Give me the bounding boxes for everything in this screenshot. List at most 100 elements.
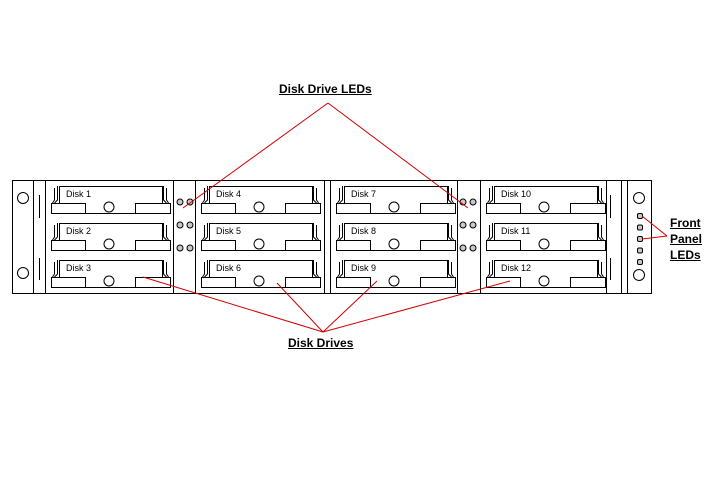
drive-carrier[interactable]: Disk 1	[51, 186, 171, 214]
callout-line-disk-6	[276, 282, 324, 333]
disk-drive-leds	[176, 198, 477, 252]
callout-line-disk-3	[142, 276, 324, 333]
front-panel-leds-label-line-2: Panel	[670, 232, 703, 246]
front-panel-leds-label-line-3: LEDs	[670, 248, 701, 262]
drive-carrier[interactable]: Disk 3	[51, 260, 171, 288]
callout-line-front-led-bottom	[641, 235, 668, 240]
drive-label: Disk 1	[66, 189, 91, 199]
drive-latch-right	[316, 225, 319, 241]
drive-label: Disk 7	[351, 189, 376, 199]
drive-carrier[interactable]: Disk 5	[201, 223, 321, 251]
drive-latch-right	[166, 262, 169, 278]
drive-latch-right	[451, 225, 454, 241]
drive-latch-left	[337, 188, 340, 204]
drive-label: Disk 10	[501, 189, 531, 199]
disk-drive-leds-label: Disk Drive LEDs	[279, 82, 372, 96]
drive-latch-right	[316, 262, 319, 278]
drive-latch-left-inner	[489, 186, 493, 204]
callout-line-disk-9	[322, 280, 378, 333]
drive-latch-left	[202, 262, 205, 278]
drive-carrier[interactable]: Disk 10	[486, 186, 606, 214]
drive-label: Disk 4	[216, 189, 241, 199]
front-panel-led-icon	[637, 236, 643, 242]
drive-label: Disk 12	[501, 263, 531, 273]
drive-carrier[interactable]: Disk 9	[336, 260, 456, 288]
drive-latch-right-inner	[313, 260, 317, 278]
drive-latch-left	[487, 262, 490, 278]
disk-led-icon	[459, 221, 467, 229]
drive-carrier[interactable]: Disk 4	[201, 186, 321, 214]
callout-lines	[142, 102, 668, 333]
drive-latch-left-inner	[339, 223, 343, 241]
drive-latch-left-inner	[54, 260, 58, 278]
drive-carrier[interactable]: Disk 8	[336, 223, 456, 251]
drive-latch-right	[451, 188, 454, 204]
drive-latch-left-inner	[489, 260, 493, 278]
front-panel-leds-label-line-1: Front	[670, 216, 701, 230]
disk-led-icon	[459, 244, 467, 252]
drive-latch-right-inner	[598, 223, 602, 241]
drive-carrier[interactable]: Disk 11	[486, 223, 606, 251]
drive-latch-left	[487, 225, 490, 241]
drive-latch-left	[487, 188, 490, 204]
drive-carrier[interactable]: Disk 6	[201, 260, 321, 288]
drive-release-button-icon	[538, 275, 550, 287]
disk-led-icon	[469, 221, 477, 229]
drive-latch-left-inner	[204, 223, 208, 241]
drive-latch-right	[601, 262, 604, 278]
drive-release-button-icon	[253, 238, 265, 250]
drive-latch-right-inner	[313, 223, 317, 241]
drive-carrier[interactable]: Disk 12	[486, 260, 606, 288]
drive-bays: Disk 1 Disk 2 Disk 3 Disk 4 Disk 5 Disk 6 Disk…	[51, 186, 606, 288]
drive-release-button-icon	[103, 238, 115, 250]
drive-latch-right-inner	[598, 260, 602, 278]
drive-latch-right	[601, 225, 604, 241]
right-mount-hole-bottom	[633, 269, 645, 281]
drive-latch-left-inner	[54, 223, 58, 241]
drive-release-button-icon	[388, 238, 400, 250]
front-panel-led-icon	[637, 259, 643, 265]
drive-latch-right	[601, 188, 604, 204]
drive-latch-left	[52, 188, 55, 204]
drive-latch-right-inner	[163, 260, 167, 278]
drive-latch-left-inner	[54, 186, 58, 204]
front-panel-led-icon	[637, 213, 643, 219]
drive-latch-right-inner	[163, 186, 167, 204]
disk-led-icon	[469, 244, 477, 252]
drive-carrier[interactable]: Disk 7	[336, 186, 456, 214]
drive-carrier[interactable]: Disk 2	[51, 223, 171, 251]
drive-latch-right	[316, 188, 319, 204]
drive-latch-left	[337, 225, 340, 241]
drive-latch-right-inner	[448, 186, 452, 204]
drive-release-button-icon	[388, 275, 400, 287]
drive-release-button-icon	[388, 201, 400, 213]
front-panel-leds	[637, 213, 643, 265]
drive-latch-right-inner	[448, 223, 452, 241]
drive-label: Disk 11	[501, 226, 530, 236]
front-panel-led-icon	[637, 247, 643, 254]
drive-latch-left-inner	[204, 260, 208, 278]
left-mount-hole-bottom	[17, 267, 29, 279]
drive-label: Disk 9	[351, 263, 376, 273]
disk-drives-label: Disk Drives	[288, 336, 354, 350]
drive-label: Disk 6	[216, 263, 241, 273]
chassis-outline	[12, 180, 652, 294]
drive-label: Disk 2	[66, 226, 91, 236]
drive-latch-left-inner	[339, 260, 343, 278]
drive-release-button-icon	[538, 238, 550, 250]
disk-led-icon	[186, 244, 194, 252]
drive-release-button-icon	[103, 201, 115, 213]
drive-latch-right	[166, 188, 169, 204]
right-mount-hole-top	[633, 192, 645, 204]
disk-led-icon	[176, 221, 184, 229]
drive-latch-left-inner	[489, 223, 493, 241]
callout-line-disk-12	[322, 280, 511, 333]
left-mount-hole-top	[17, 192, 29, 204]
drive-latch-right	[451, 262, 454, 278]
drive-latch-right	[166, 225, 169, 241]
drive-label: Disk 5	[216, 226, 241, 236]
drive-release-button-icon	[253, 201, 265, 213]
drive-release-button-icon	[538, 201, 550, 213]
callout-line-disk-led-right	[327, 102, 469, 209]
